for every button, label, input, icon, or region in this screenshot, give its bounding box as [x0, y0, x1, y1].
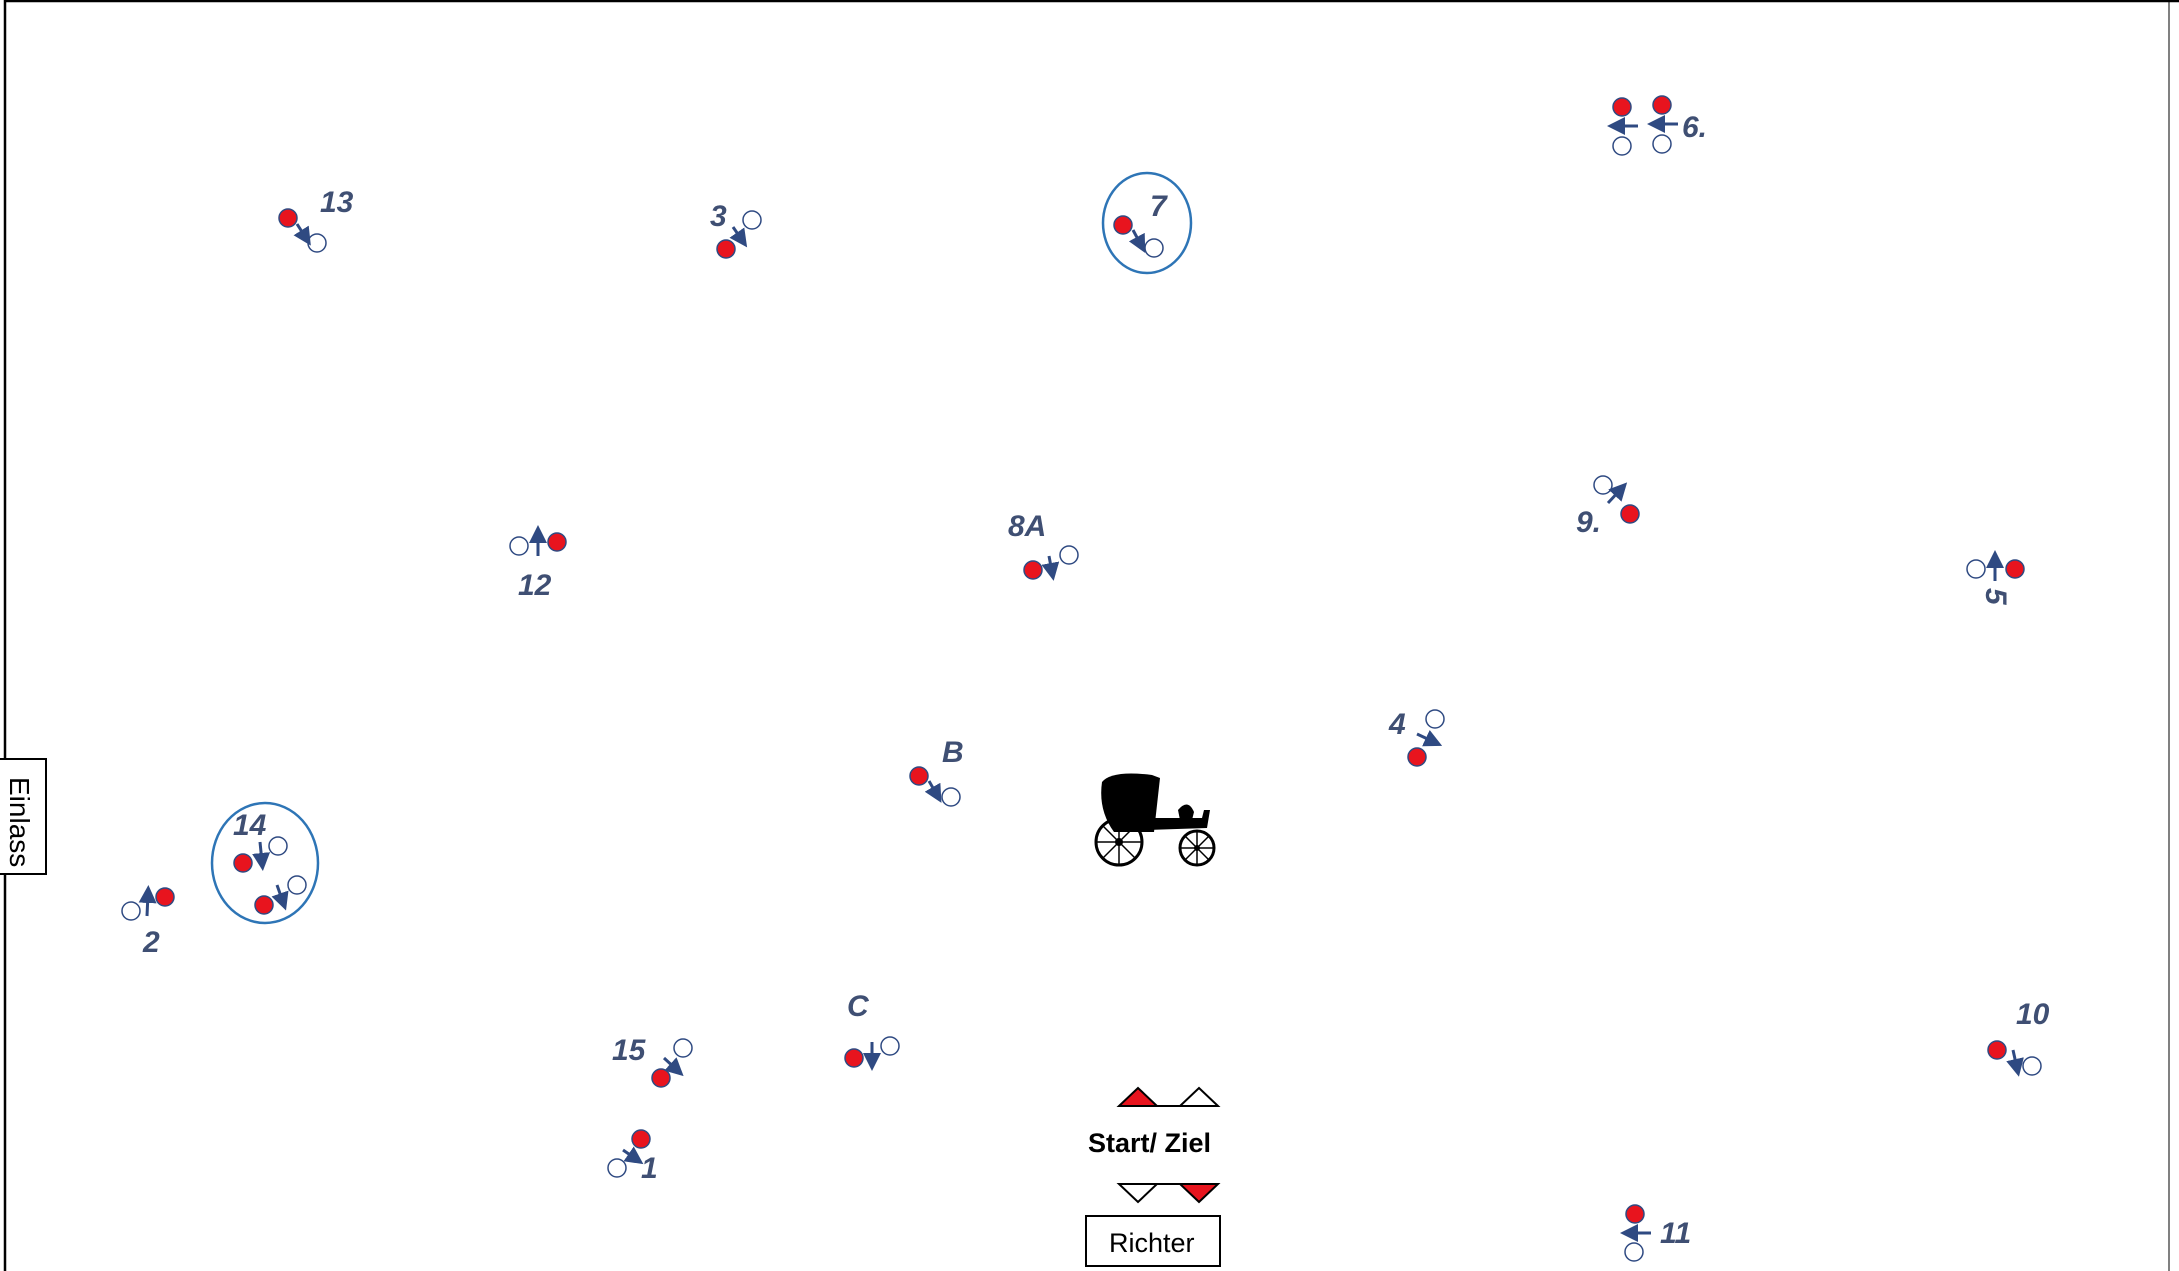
- white-flag-marker: [1594, 476, 1612, 494]
- obstacle-label: 6.: [1682, 111, 1707, 144]
- direction-arrow-icon: [1133, 230, 1141, 245]
- obstacle-5: 5: [1967, 559, 2024, 606]
- judge-box: Richter: [1086, 1216, 1220, 1266]
- obstacle-15: 15: [612, 1034, 692, 1087]
- judge-label: Richter: [1109, 1228, 1195, 1258]
- finish-marker-white-icon: [1119, 1184, 1157, 1202]
- white-flag-marker: [1653, 135, 1671, 153]
- white-flag-marker: [1967, 560, 1985, 578]
- red-flag-marker: [1988, 1041, 2006, 1059]
- red-flag-marker: [632, 1130, 650, 1148]
- red-flag-marker: [2006, 560, 2024, 578]
- obstacle-14: 14: [233, 809, 306, 914]
- obstacle-label: 3: [710, 200, 727, 233]
- obstacle-12: 12: [510, 533, 566, 602]
- obstacle-2: 2: [122, 888, 174, 959]
- obstacle-13: 13: [279, 186, 354, 252]
- obstacle-label: 2: [142, 926, 160, 959]
- obstacle-label: 7: [1150, 190, 1168, 223]
- entrance-label: Einlass: [4, 777, 35, 867]
- red-flag-marker: [279, 209, 297, 227]
- red-flag-marker: [652, 1069, 670, 1087]
- white-flag-marker: [308, 234, 326, 252]
- direction-arrow-icon: [929, 781, 937, 795]
- obstacle-label: B: [942, 736, 964, 769]
- red-flag-marker: [255, 896, 273, 914]
- carriage-icon: [1096, 774, 1214, 865]
- obstacle-label: 12: [518, 569, 552, 602]
- finish-marker-red-icon: [1180, 1184, 1218, 1202]
- red-flag-marker: [1653, 96, 1671, 114]
- red-flag-marker: [717, 240, 735, 258]
- obstacle-label: 4: [1388, 708, 1406, 741]
- red-flag-marker: [1408, 748, 1426, 766]
- obstacle-label: 10: [2016, 998, 2050, 1031]
- obstacle-label: 5: [1979, 588, 2012, 606]
- entrance-box: Einlass: [0, 759, 46, 874]
- start-marker-red-icon: [1119, 1088, 1157, 1106]
- obstacle-9: 9.: [1576, 476, 1639, 539]
- direction-arrow-icon: [147, 894, 148, 916]
- obstacle-6: 6.: [1613, 96, 1707, 155]
- obstacle-label: C: [847, 990, 870, 1023]
- direction-arrow-icon: [2013, 1050, 2017, 1068]
- direction-arrow-icon: [664, 1058, 677, 1070]
- start-finish-gate: Start/ Ziel: [1088, 1088, 1218, 1202]
- white-flag-marker: [674, 1039, 692, 1057]
- red-flag-marker: [910, 767, 928, 785]
- white-flag-marker: [2023, 1057, 2041, 1075]
- direction-arrow-icon: [260, 842, 262, 862]
- obstacle-label: 14: [233, 809, 267, 842]
- white-flag-marker: [881, 1037, 899, 1055]
- direction-arrow-icon: [277, 885, 283, 902]
- obstacle-label: 9.: [1576, 506, 1601, 539]
- red-flag-marker: [1626, 1205, 1644, 1223]
- white-flag-marker: [1613, 137, 1631, 155]
- obstacle-8a: 8A: [1008, 510, 1078, 579]
- obstacle-1: 1: [608, 1130, 658, 1185]
- obstacle-label: 8A: [1008, 510, 1046, 543]
- direction-arrow-icon: [623, 1150, 636, 1159]
- obstacle-3: 3: [710, 200, 761, 258]
- red-flag-marker: [1114, 216, 1132, 234]
- white-flag-marker: [510, 537, 528, 555]
- start-marker-white-icon: [1180, 1088, 1218, 1106]
- white-flag-marker: [269, 837, 287, 855]
- obstacle-11: 11: [1625, 1205, 1691, 1261]
- red-flag-marker: [548, 533, 566, 551]
- white-flag-marker: [942, 788, 960, 806]
- obstacle-label: 11: [1660, 1217, 1691, 1250]
- white-flag-marker: [608, 1159, 626, 1177]
- white-flag-marker: [122, 902, 140, 920]
- direction-arrow-icon: [297, 224, 306, 238]
- obstacle-c: C: [845, 990, 899, 1067]
- red-flag-marker: [156, 888, 174, 906]
- obstacle-label: 13: [320, 186, 354, 219]
- direction-arrow-icon: [1417, 734, 1434, 742]
- white-flag-marker: [1145, 239, 1163, 257]
- obstacle-7: 7: [1114, 190, 1168, 257]
- obstacle-4: 4: [1388, 708, 1444, 766]
- white-flag-marker: [1625, 1243, 1643, 1261]
- direction-arrow-icon: [733, 227, 742, 240]
- direction-arrow-icon: [1049, 556, 1052, 572]
- white-flag-marker: [743, 211, 761, 229]
- white-flag-marker: [1060, 546, 1078, 564]
- start-finish-label: Start/ Ziel: [1088, 1128, 1211, 1158]
- red-flag-marker: [1024, 561, 1042, 579]
- white-flag-marker: [288, 876, 306, 894]
- red-flag-marker: [234, 854, 252, 872]
- red-flag-marker: [1621, 505, 1639, 523]
- white-flag-marker: [1426, 710, 1444, 728]
- red-flag-marker: [845, 1049, 863, 1067]
- obstacle-10: 10: [1988, 998, 2050, 1075]
- obstacle-b: B: [910, 736, 964, 806]
- red-flag-marker: [1613, 98, 1631, 116]
- obstacle-label: 15: [612, 1034, 647, 1067]
- obstacle-label: 1: [641, 1152, 658, 1185]
